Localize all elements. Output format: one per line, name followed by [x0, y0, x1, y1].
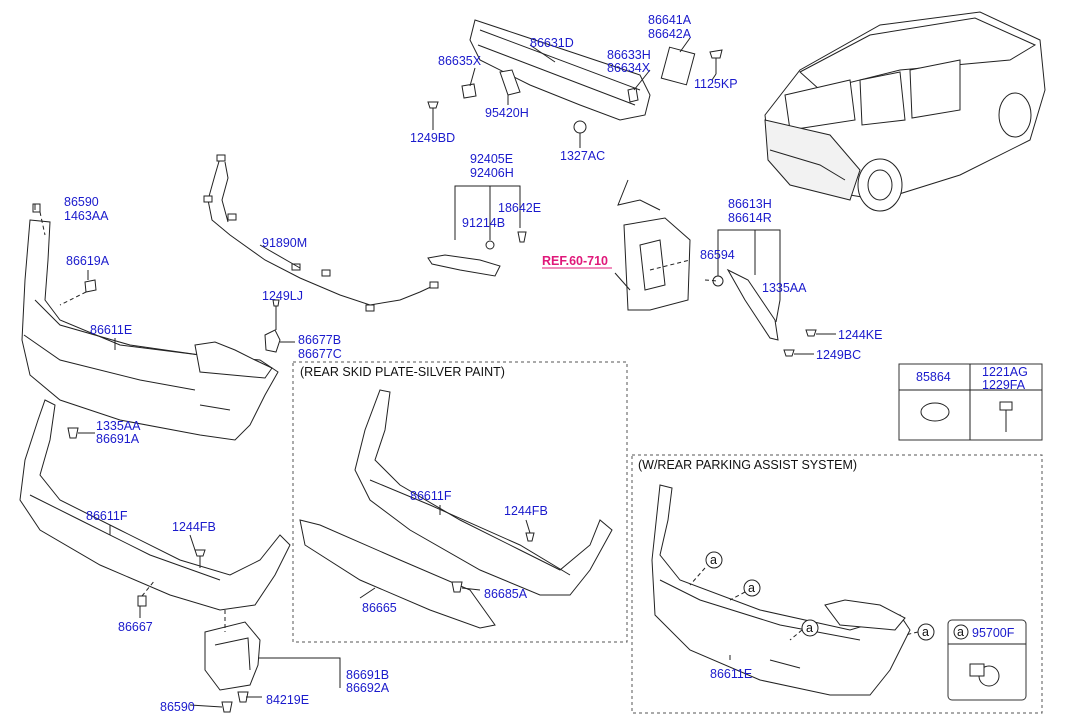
label-92405E: 92405E: [470, 152, 513, 166]
bolt-icon: [999, 401, 1013, 432]
label-86665: 86665: [362, 601, 397, 615]
label-92406H: 92406H: [470, 166, 514, 180]
label-86631D: 86631D: [530, 36, 574, 50]
label-1244FB-left: 1244FB: [172, 520, 216, 534]
bumper-beam: [427, 19, 723, 134]
label-1249LJ: 1249LJ: [262, 289, 303, 303]
label-86634X: 86634X: [607, 61, 651, 75]
label-86692A: 86692A: [346, 681, 390, 695]
label-1327AC: 1327AC: [560, 149, 605, 163]
callout-a-1: [705, 551, 723, 569]
callout-a-4: [917, 623, 935, 641]
label-86691A: 86691A: [96, 432, 140, 446]
reflector-lamp: [427, 231, 527, 277]
label-86667: 86667: [118, 620, 153, 634]
label-86677C: 86677C: [298, 347, 342, 361]
bracket-86677: [264, 329, 281, 353]
callout-a-text-3: a: [806, 621, 813, 635]
skid-bracket: [204, 621, 261, 713]
label-1221AG: 1221AG: [982, 365, 1028, 379]
grommet-icon: [920, 402, 950, 422]
label-1244FB-center: 1244FB: [504, 504, 548, 518]
label-1125KP: 1125KP: [694, 77, 738, 91]
label-86641A: 86641A: [648, 13, 692, 27]
label-91890M: 91890M: [262, 236, 307, 250]
leader-lines: [34, 37, 919, 708]
wiring-harness: [203, 154, 439, 312]
label-86619A: 86619A: [66, 254, 110, 268]
skid-plate-box: [292, 361, 628, 643]
rear-bumper-cover: [21, 203, 279, 441]
label-84219E: 84219E: [266, 693, 309, 707]
label-95420H: 95420H: [485, 106, 529, 120]
part-labels: 86631D 86641A 86642A 86635X 86633H 86634…: [64, 13, 1028, 714]
label-86635X: 86635X: [438, 54, 482, 68]
label-1335AA-right: 1335AA: [762, 281, 807, 295]
label-86614R: 86614R: [728, 211, 772, 225]
skid-plate-variant: [299, 389, 613, 629]
parking-assist-bumper: [651, 484, 1000, 696]
parking-assist-box: [631, 454, 1043, 714]
label-1463AA: 1463AA: [64, 209, 109, 223]
callout-a-text-2: a: [748, 581, 755, 595]
label-86611E-bottom: 86611E: [710, 667, 752, 681]
lower-bumper: [19, 399, 291, 611]
sensor-table: [947, 619, 1027, 701]
callout-a-5: [953, 624, 969, 640]
label-86611E-top: 86611E: [90, 323, 132, 337]
callout-a-text-1: a: [710, 553, 717, 567]
label-86685A: 86685A: [484, 587, 528, 601]
label-85864: 85864: [916, 370, 951, 384]
label-86611F-left: 86611F: [86, 509, 128, 523]
label-1249BC: 1249BC: [816, 348, 861, 362]
label-91214B: 91214B: [462, 216, 505, 230]
car-illustration: [764, 11, 1046, 212]
label-86633H: 86633H: [607, 48, 651, 62]
skid-plate-title: (REAR SKID PLATE-SILVER PAINT): [300, 365, 505, 379]
label-86677B: 86677B: [298, 333, 341, 347]
label-95700F: 95700F: [972, 626, 1015, 640]
callout-a-3: [801, 619, 819, 637]
label-1229FA: 1229FA: [982, 378, 1026, 392]
label-86594: 86594: [700, 248, 735, 262]
callout-a-text-4: a: [922, 625, 929, 639]
label-86613H: 86613H: [728, 197, 772, 211]
label-86611F-center: 86611F: [410, 489, 452, 503]
label-86590-bottom: 86590: [160, 700, 195, 714]
callout-a-text-5: a: [957, 625, 964, 639]
label-86691B: 86691B: [346, 668, 389, 682]
label-86590-top: 86590: [64, 195, 99, 209]
label-ref-60-710: REF.60-710: [542, 254, 608, 268]
label-1335AA-left: 1335AA: [96, 419, 141, 433]
label-86642A: 86642A: [648, 27, 692, 41]
label-18642E: 18642E: [498, 201, 541, 215]
parking-assist-title: (W/REAR PARKING ASSIST SYSTEM): [638, 458, 857, 472]
label-1249BD: 1249BD: [410, 131, 455, 145]
label-1244KE: 1244KE: [838, 328, 882, 342]
callout-a-2: [743, 579, 761, 597]
side-bracket-assembly: [617, 179, 826, 357]
